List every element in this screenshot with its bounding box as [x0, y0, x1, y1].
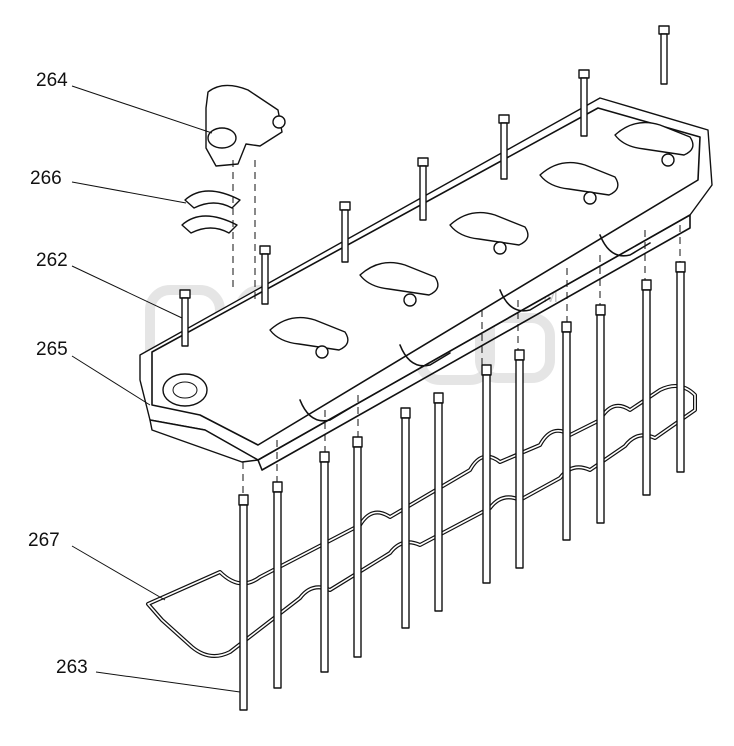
long-bolt — [641, 279, 652, 496]
bolt — [339, 201, 351, 263]
long-bolt — [238, 494, 249, 711]
long-bolts — [238, 261, 686, 711]
callout-labels: 264 266 262 265 267 263 — [28, 70, 88, 678]
bolt — [179, 289, 191, 347]
housing-bolts — [179, 25, 670, 347]
callout-262: 262 — [36, 250, 68, 271]
long-bolt — [561, 321, 572, 541]
valve-bridge-clips — [181, 190, 241, 234]
long-bolt — [595, 304, 606, 524]
callout-263: 263 — [56, 657, 88, 678]
long-bolt — [319, 451, 330, 673]
rocker-arm-group — [269, 121, 694, 359]
gasket — [146, 384, 697, 658]
callout-264: 264 — [36, 70, 68, 91]
long-bolt — [481, 364, 492, 584]
long-bolt — [352, 436, 363, 658]
bolt — [417, 157, 429, 221]
callout-265: 265 — [36, 339, 68, 360]
rocker-housing — [139, 97, 713, 471]
alignment-lines — [232, 160, 681, 495]
long-bolt — [514, 349, 525, 569]
long-bolt — [400, 407, 411, 629]
bolt — [578, 69, 590, 137]
bolt — [259, 245, 271, 305]
bolt — [658, 25, 670, 85]
rocker-bracket — [205, 84, 286, 167]
long-bolt — [272, 481, 283, 689]
leader-lines — [71, 85, 241, 693]
callout-266: 266 — [30, 168, 62, 189]
bolt — [498, 114, 510, 180]
long-bolt — [433, 392, 444, 612]
long-bolt — [675, 261, 686, 473]
callout-267: 267 — [28, 530, 60, 551]
